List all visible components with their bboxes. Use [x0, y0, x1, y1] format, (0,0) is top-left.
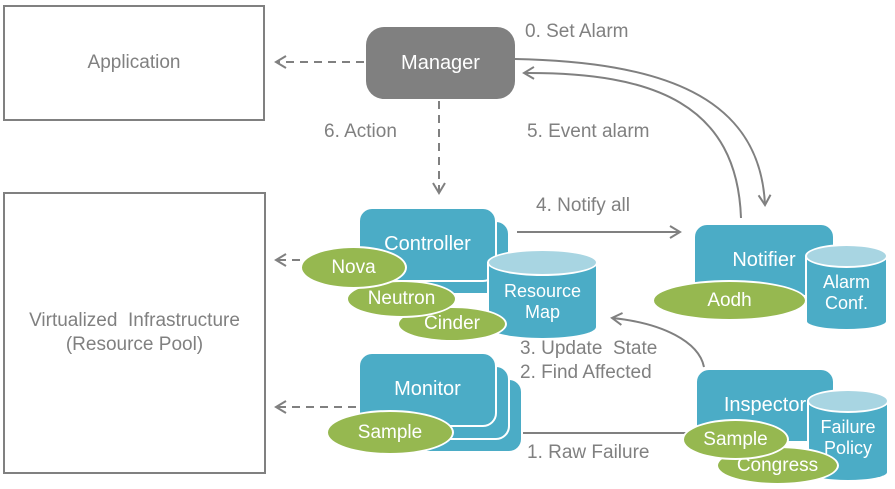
- resource-map-top: [487, 249, 598, 276]
- failure-policy-label: Failure Policy: [820, 417, 876, 458]
- application-box: Application: [3, 5, 265, 121]
- flow-label-event-alarm: 5. Event alarm: [527, 121, 650, 142]
- flow-label-update-state: 3. Update State: [520, 338, 658, 359]
- manager-node: Manager: [366, 27, 515, 99]
- alarm-conf-datastore: Alarm Conf.: [805, 244, 888, 331]
- arrow-event-alarm: [522, 66, 742, 219]
- monitor-label: Monitor: [394, 378, 461, 400]
- aodh-plugin: Aodh: [652, 280, 807, 321]
- failure-policy-datastore: Failure Policy: [807, 389, 889, 482]
- nova-plugin: Nova: [300, 246, 407, 289]
- flow-label-find-affected: 2. Find Affected: [520, 362, 652, 383]
- flow-label-action: 6. Action: [324, 121, 397, 142]
- alarm-conf-label: Alarm Conf.: [822, 272, 870, 313]
- flow-label-set-alarm: 0. Set Alarm: [525, 21, 629, 42]
- flow-label-notify-all: 4. Notify all: [536, 195, 630, 216]
- arrow-update-state: [610, 312, 705, 368]
- failure-policy-top: [807, 389, 889, 413]
- alarm-conf-body: [805, 256, 888, 331]
- sample-monitor-plugin: Sample: [326, 410, 454, 455]
- resource-map-label: Resource Map: [503, 281, 582, 322]
- sample-inspector-plugin: Sample: [682, 419, 789, 460]
- virtualized-infrastructure-box: Virtualized Infrastructure (Resource Poo…: [3, 192, 266, 474]
- flow-label-raw-failure: 1. Raw Failure: [527, 442, 650, 463]
- cinder-plugin: Cinder: [397, 306, 507, 342]
- controller-label: Controller: [384, 233, 471, 255]
- arrow-set-alarm: [514, 58, 772, 207]
- alarm-conf-top: [805, 244, 888, 268]
